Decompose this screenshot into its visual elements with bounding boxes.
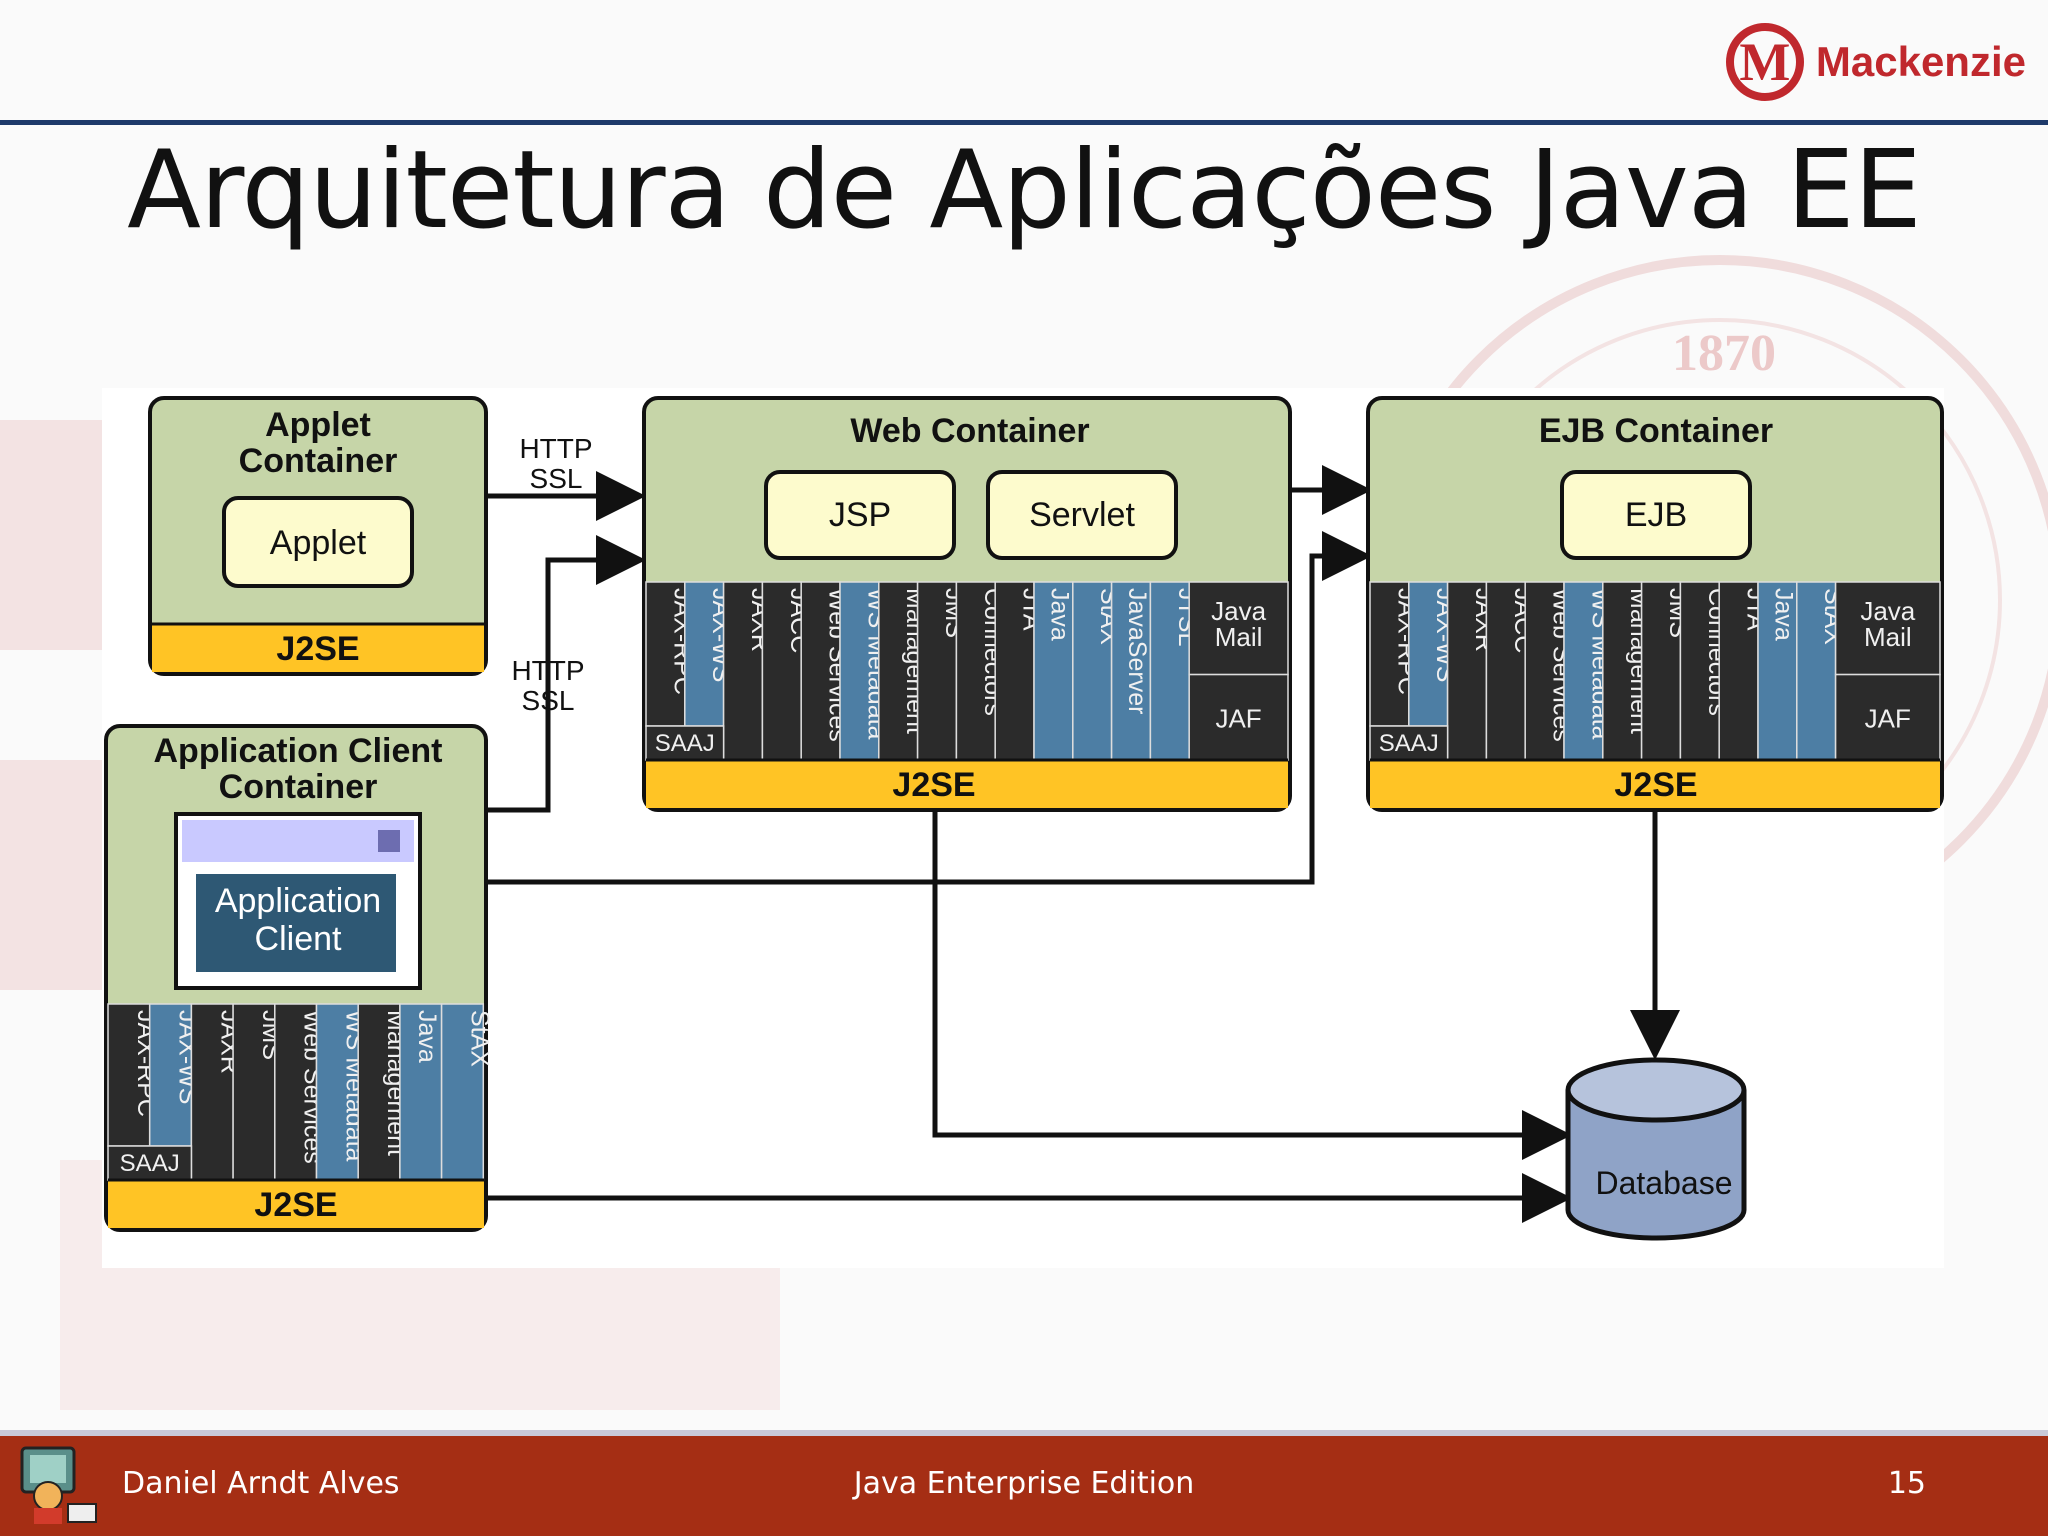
client-api-column (315, 1003, 359, 1181)
web-api-column (955, 581, 996, 761)
servlet-box (986, 470, 1178, 560)
ejb-api-column (1796, 581, 1837, 761)
ejb-javamail-box (1834, 581, 1941, 676)
ejb-api-column (1757, 581, 1798, 761)
web-api-column (1149, 581, 1190, 761)
footer-page-number: 15 (1887, 1466, 1926, 1501)
protocol-label-bottom-line2: SSL (522, 685, 575, 716)
footer-rule (0, 1430, 2048, 1436)
web-javamail-box (1188, 581, 1289, 676)
client-saaj-label: SAAJ (120, 1150, 180, 1177)
app-client-title-line2: Container (219, 768, 378, 806)
window-control-icon (378, 830, 400, 852)
app-client-container: Application Client Container Application… (104, 724, 493, 1232)
logo-text: Mackenzie (1815, 38, 2026, 85)
ejb-api-column (1718, 581, 1759, 761)
client-api-column (440, 1003, 485, 1181)
logo-mark: M (1725, 23, 1804, 101)
app-client-title-line1: Application Client (154, 732, 443, 770)
database-cylinder: Database (1565, 1057, 1747, 1241)
client-saaj-box (107, 1145, 193, 1181)
footer-course: Java Enterprise Edition (853, 1466, 1195, 1501)
ejb-api-column (1640, 581, 1682, 761)
ejb-container-title: EJB Container (1539, 412, 1773, 450)
presenter-avatar-icon (20, 1446, 97, 1524)
ejb-api-label: Java (1769, 588, 1797, 641)
ejb-j2se: J2SE (1614, 766, 1697, 804)
protocol-label-bottom-line1: HTTP (511, 655, 584, 686)
client-api-column (107, 1003, 151, 1147)
connector-lines (488, 465, 1680, 1223)
web-api-column (761, 581, 802, 761)
header-rule (0, 120, 2048, 125)
arrow-client-to-web (488, 535, 646, 813)
ejb-api-column (1524, 581, 1565, 761)
web-api-label: Java (1045, 588, 1073, 641)
ejb-api-column (1369, 581, 1410, 727)
ejb-api-column (1563, 581, 1604, 761)
web-api-label: JavaServer (1123, 588, 1151, 714)
seal-year: 1870 (1672, 325, 1776, 382)
page-title: Arquitetura de Aplicações Java EE (127, 128, 1922, 253)
ejb-saaj-box (1369, 725, 1449, 761)
applet-container-title-line1: Applet (265, 406, 371, 444)
client-api-column (232, 1003, 276, 1181)
web-j2se: J2SE (892, 766, 975, 804)
jsp-box (764, 470, 956, 560)
web-jaf-label: JAF (1215, 703, 1261, 733)
app-client-window-line1: Application (215, 882, 381, 920)
footer-author: Daniel Arndt Alves (122, 1466, 400, 1501)
applet-box (222, 496, 414, 588)
app-client-window-line2: Client (255, 920, 342, 958)
ejb-javamail-label: Java (1860, 596, 1915, 626)
jsp-box-label: JSP (829, 496, 891, 534)
web-saaj-box (645, 725, 725, 761)
ejb-saaj-label: SAAJ (1379, 730, 1439, 757)
applet-j2se: J2SE (276, 630, 359, 668)
ejb-jaf-box (1834, 673, 1941, 761)
database-label: Database (1596, 1165, 1733, 1201)
ejb-box (1560, 470, 1752, 560)
web-saaj-label: SAAJ (655, 730, 715, 757)
arrow-web-to-database (932, 812, 1572, 1160)
ejb-api-column (1679, 581, 1720, 761)
ejb-jaf-label: JAF (1865, 703, 1911, 733)
ejb-api-column (1446, 581, 1488, 761)
ejb-box-label: EJB (1625, 496, 1687, 534)
client-api-label: Java (413, 1010, 441, 1063)
client-j2se: J2SE (254, 1186, 337, 1224)
ejb-javamail-label: Mail (1864, 622, 1912, 652)
ejb-api-column (1602, 581, 1643, 761)
protocol-label-top-line2: SSL (530, 463, 583, 494)
applet-container: Applet Container Applet J2SE (148, 396, 488, 676)
mackenzie-logo: M Mackenzie (1725, 22, 2026, 102)
protocol-label-top-line1: HTTP (519, 433, 592, 464)
applet-container-title-line2: Container (239, 442, 398, 480)
arrow-client-to-ejb (488, 531, 1372, 885)
client-api-column (148, 1003, 193, 1147)
servlet-box-label: Servlet (1029, 496, 1135, 534)
web-javamail-label: Java (1211, 596, 1266, 626)
client-api-label: StAX (465, 1010, 493, 1067)
applet-box-label: Applet (270, 524, 367, 562)
footer-bar: Daniel Arndt Alves Java Enterprise Editi… (0, 1436, 2048, 1536)
web-javamail-label: Mail (1215, 622, 1263, 652)
web-container-title: Web Container (850, 412, 1089, 450)
web-api-column (722, 581, 764, 761)
